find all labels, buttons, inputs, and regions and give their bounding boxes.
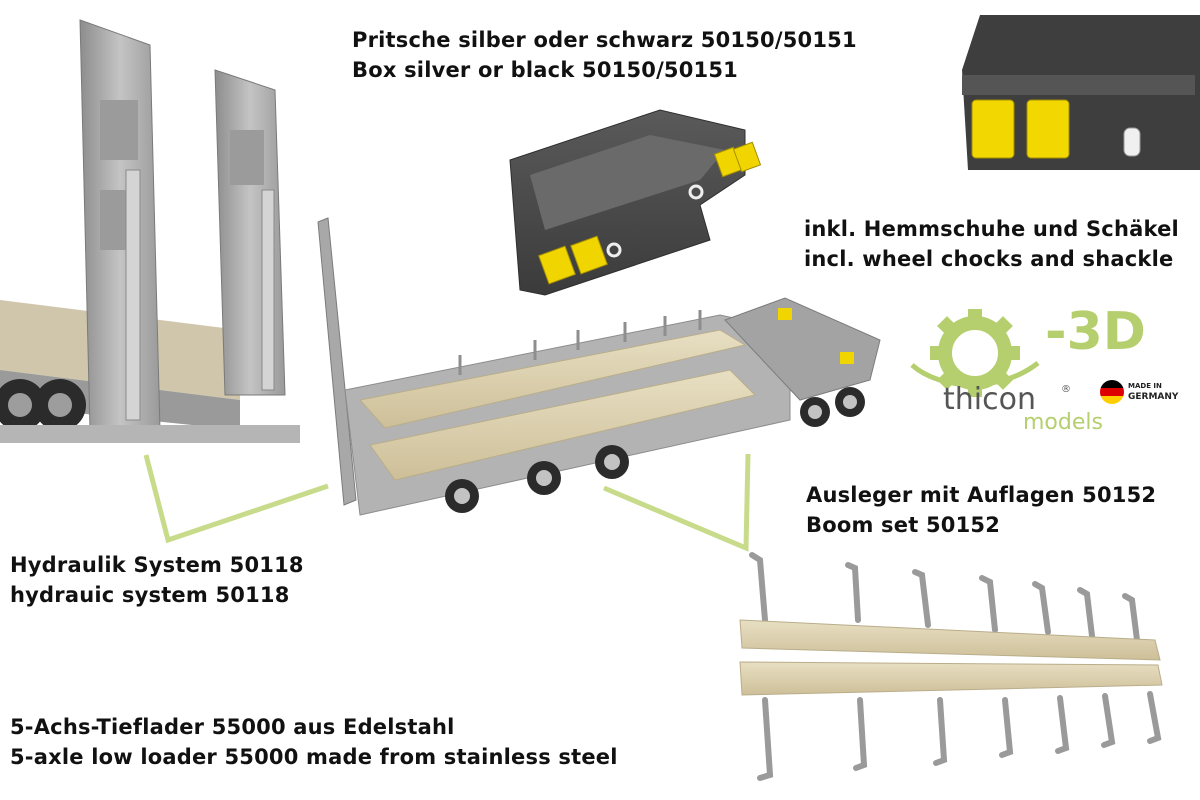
- low-loader-trailer-photo: [317, 217, 881, 516]
- gear-icon: [910, 309, 1040, 397]
- boom-caption-de: Ausleger mit Auflagen 50152: [806, 483, 1157, 507]
- boom-caption: Ausleger mit Auflagen 50152 Boom set 501…: [806, 480, 1156, 540]
- germany-label: GERMANY: [1128, 392, 1179, 402]
- logo-suffix: -3D: [1045, 302, 1146, 362]
- germany-flag-icon: [1100, 380, 1124, 404]
- box-photo: [509, 109, 762, 296]
- thicon-logo: -3D thicon ® models MADE IN GERMANY: [905, 300, 1195, 440]
- connector-lines: [143, 453, 751, 552]
- box-caption-en: Box silver or black 50150/50151: [352, 58, 738, 82]
- made-in-label: MADE IN: [1128, 382, 1162, 390]
- boom-set-photo: [739, 552, 1163, 781]
- main-caption-de: 5-Achs-Tieflader 55000 aus Edelstahl: [10, 715, 455, 739]
- box-caption: Pritsche silber oder schwarz 50150/50151…: [352, 25, 857, 85]
- hydraulic-caption-en: hydrauic system 50118: [10, 583, 290, 607]
- main-caption-en: 5-axle low loader 55000 made from stainl…: [10, 745, 618, 769]
- hydraulic-caption-de: Hydraulik System 50118: [10, 553, 304, 577]
- chocks-caption: inkl. Hemmschuhe und Schäkel incl. wheel…: [804, 214, 1179, 274]
- chocks-caption-de: inkl. Hemmschuhe und Schäkel: [804, 217, 1179, 241]
- boom-caption-en: Boom set 50152: [806, 513, 1001, 537]
- chocks-detail-photo: [962, 15, 1200, 170]
- main-caption: 5-Achs-Tieflader 55000 aus Edelstahl 5-a…: [10, 712, 618, 772]
- chocks-caption-en: incl. wheel chocks and shackle: [804, 247, 1174, 271]
- logo-brand: thicon: [943, 382, 1036, 417]
- box-caption-de: Pritsche silber oder schwarz 50150/50151: [352, 28, 857, 52]
- hydraulic-caption: Hydraulik System 50118 hydrauic system 5…: [10, 550, 304, 610]
- logo-registered: ®: [1061, 384, 1071, 395]
- hydraulic-ramps-photo: [0, 19, 300, 443]
- logo-sub: models: [1023, 410, 1103, 435]
